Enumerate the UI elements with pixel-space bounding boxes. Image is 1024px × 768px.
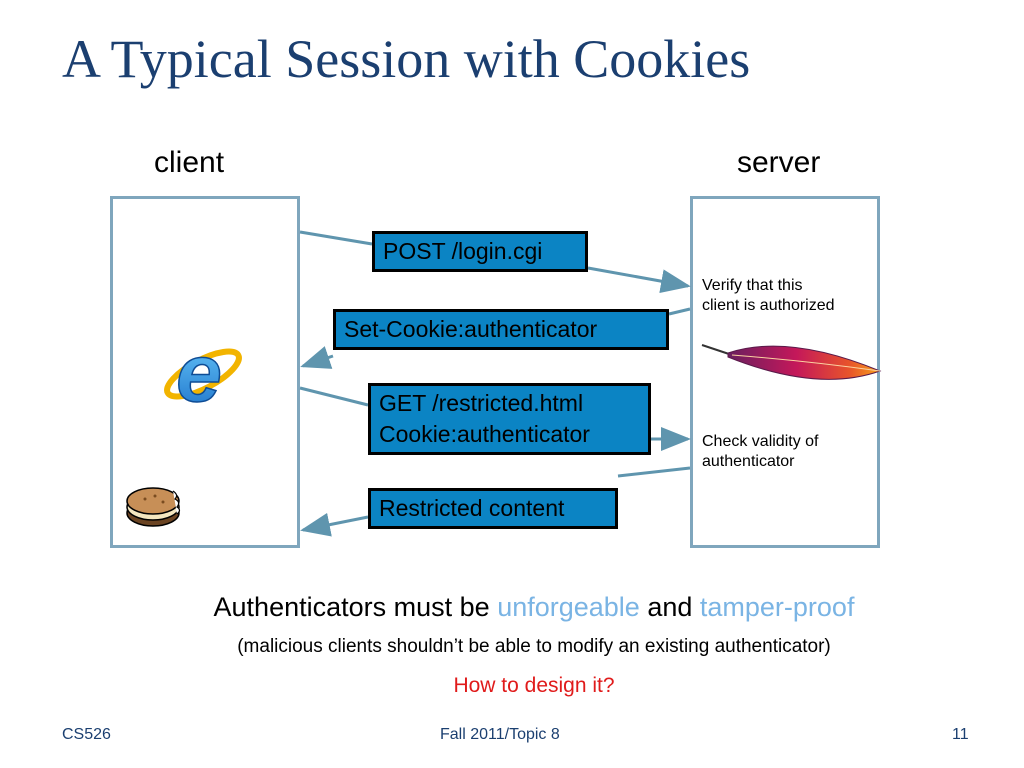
requirement-unforgeable: unforgeable <box>497 592 640 622</box>
verify-note-line2: client is authorized <box>702 297 835 314</box>
get-request-line: GET /restricted.html <box>379 390 584 416</box>
restricted-content-label: Restricted content <box>379 495 565 521</box>
verify-note-line1: Verify that this <box>702 277 803 294</box>
server-box <box>690 196 882 548</box>
post-request-box: POST /login.cgi <box>372 231 588 272</box>
feather-icon <box>701 344 882 380</box>
requirement-prefix: Authenticators must be <box>213 592 498 622</box>
requirement-explanation: (malicious clients shouldn’t be able to … <box>237 636 831 657</box>
requirement-and: and <box>639 592 700 622</box>
arrow-setcookie-out <box>300 346 334 369</box>
page-title: A Typical Session with Cookies <box>62 29 751 89</box>
cookie-icon <box>126 487 181 527</box>
check-note-line2: authenticator <box>702 453 795 470</box>
check-note: Check validity of authenticator <box>702 432 819 472</box>
slide-number: 11 <box>952 726 969 743</box>
set-cookie-box: Set-Cookie:authenticator <box>333 309 669 350</box>
arrow-restricted-in <box>617 466 691 478</box>
post-request-label: POST /login.cgi <box>383 238 543 264</box>
arrow-restricted-out <box>300 512 369 537</box>
client-label: client <box>154 146 225 179</box>
get-request-box: GET /restricted.html Cookie:authenticato… <box>368 383 651 455</box>
check-note-line1: Check validity of <box>702 433 819 450</box>
arrow-setcookie-in <box>668 307 691 316</box>
requirement-tamper-proof: tamper-proof <box>699 592 855 622</box>
verify-note: Verify that this client is authorized <box>702 276 835 316</box>
arrow-post-out <box>587 266 691 294</box>
footer-term-topic: Fall 2011/Topic 8 <box>440 726 560 743</box>
client-box: e <box>110 196 300 548</box>
browser-e-icon: e <box>164 329 242 419</box>
set-cookie-label: Set-Cookie:authenticator <box>344 316 598 342</box>
authenticator-requirement: Authenticators must be unforgeable and t… <box>0 592 1024 623</box>
design-question: How to design it? <box>453 674 615 697</box>
server-label: server <box>737 146 821 179</box>
footer-course: CS526 <box>62 726 111 743</box>
restricted-content-box: Restricted content <box>368 488 618 529</box>
get-cookie-line: Cookie:authenticator <box>379 421 590 447</box>
arrow-get-in <box>299 386 369 407</box>
svg-text:e: e <box>176 329 222 419</box>
arrow-post-in <box>299 230 373 246</box>
